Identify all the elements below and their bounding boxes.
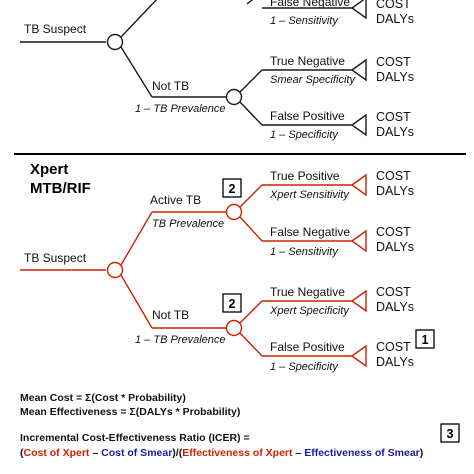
smear-active-tb-branch [120,0,158,38]
smear-not-tb-prob: 1 – TB Prevalence [135,103,226,115]
xpert-terminal-node-1 [350,173,367,197]
icer-cost-xpert: Cost of Xpert [24,447,90,459]
xpert-outcome-4-dalys: DALYs [376,355,414,369]
xpert-outcome-2-label: False Negative [270,225,350,239]
xpert-terminal-node-2 [350,229,367,253]
icer-title: Incremental Cost-Effectiveness Ratio (IC… [20,432,250,444]
callout-box-3: 3 [440,423,460,443]
xpert-not-tb-chance-node [225,319,243,337]
smear-outcome-2-prob: Smear Specificity [270,74,356,86]
xpert-outcome-1-label: True Positive [270,169,340,183]
formulas: Mean Cost = Σ(Cost * Probability) Mean E… [20,392,460,459]
xpert-root-label: TB Suspect [24,251,87,265]
callout-box-2-not-tb: 2 [222,293,242,313]
smear-outcome-1-label: False Negative [270,0,350,9]
xpert-outcome-3-label: True Negative [270,285,345,299]
xpert-title-line-2: MTB/RIF [30,180,91,197]
xpert-not-tb-branch [120,274,153,329]
callout-box-3-label: 3 [447,427,454,441]
smear-terminal-node-3 [350,113,367,137]
smear-outcome-3-cost: COST [376,110,411,124]
xpert-tree: Xpert MTB/RIF TB Suspect Active TB TB Pr… [20,161,435,373]
smear-root-label: TB Suspect [24,22,87,36]
smear-outcome-3-dalys: DALYs [376,125,414,139]
smear-not-tb-chance-node [225,88,243,106]
smear-outcome-2-cost: COST [376,55,411,69]
xpert-outcome-2-dalys: DALYs [376,240,414,254]
xpert-outcome-2-prob: 1 – Sensitivity [270,246,339,258]
mean-effectiveness-formula: Mean Effectiveness = Σ(DALYs * Probabili… [20,406,240,418]
xpert-outcome-3-cost: COST [376,285,411,299]
smear-not-tb-branch [120,46,153,98]
mean-cost-formula: Mean Cost = Σ(Cost * Probability) [20,392,186,404]
smear-outcome-3-prob: 1 – Specificity [270,129,339,141]
smear-outcome-1-dalys: DALYs [376,12,414,26]
xpert-terminal-node-4 [350,344,367,368]
xpert-active-tb-chance-node [225,203,243,221]
callout-box-1-label: 1 [422,333,429,347]
callout-box-2-active-tb-label: 2 [229,182,236,196]
xpert-outcome-2-cost: COST [376,225,411,239]
icer-minus-1: – [89,447,101,459]
callout-box-2-active-tb: 2 [222,178,242,198]
xpert-outcome-4-cost: COST [376,340,411,354]
smear-outcome-1-cost: COST [376,0,411,11]
callout-box-1: 1 [415,329,435,349]
smear-terminal-node-2 [350,58,367,82]
smear-outcome-3-label: False Positive [270,109,345,123]
xpert-not-tb-prob: 1 – TB Prevalence [135,334,226,346]
xpert-not-tb-label: Not TB [152,308,189,322]
smear-outcome-1-prob: 1 – Sensitivity [270,15,339,27]
smear-tree: TB Suspect Not TB 1 – TB Prevalence Fals… [20,0,414,141]
xpert-outcome-1-cost: COST [376,169,411,183]
icer-eff-xpert: Effectiveness of Xpert [182,447,293,459]
xpert-outcome-4-label: False Positive [270,340,345,354]
icer-close: ) [420,447,424,459]
xpert-root-chance-node [106,261,124,279]
xpert-terminal-node-3 [350,289,367,313]
icer-minus-2: – [293,447,305,459]
icer-eff-smear: Effectiveness of Smear [304,447,420,459]
smear-root-chance-node [106,33,124,51]
callout-box-2-not-tb-label: 2 [229,297,236,311]
xpert-active-tb-branch [120,211,153,266]
smear-not-tb-label: Not TB [152,79,189,93]
icer-cost-smear: Cost of Smear [101,447,172,459]
smear-outcome-2-dalys: DALYs [376,70,414,84]
xpert-active-tb-prob: TB Prevalence [152,218,224,230]
smear-outcome-2-label: True Negative [270,54,345,68]
smear-terminal-node-1 [350,0,367,20]
xpert-outcome-1-dalys: DALYs [376,184,414,198]
xpert-outcome-3-prob: Xpert Specificity [269,305,350,317]
xpert-outcome-1-prob: Xpert Sensitivity [269,189,350,201]
icer-open: ( [20,447,24,459]
icer-formula: (Cost of Xpert – Cost of Smear)/(Effecti… [20,447,423,459]
xpert-title-line-1: Xpert [30,161,68,178]
xpert-outcome-3-dalys: DALYs [376,300,414,314]
xpert-active-tb-label: Active TB [150,193,201,207]
icer-divider: )/( [172,447,182,459]
xpert-outcome-4-prob: 1 – Specificity [270,361,339,373]
